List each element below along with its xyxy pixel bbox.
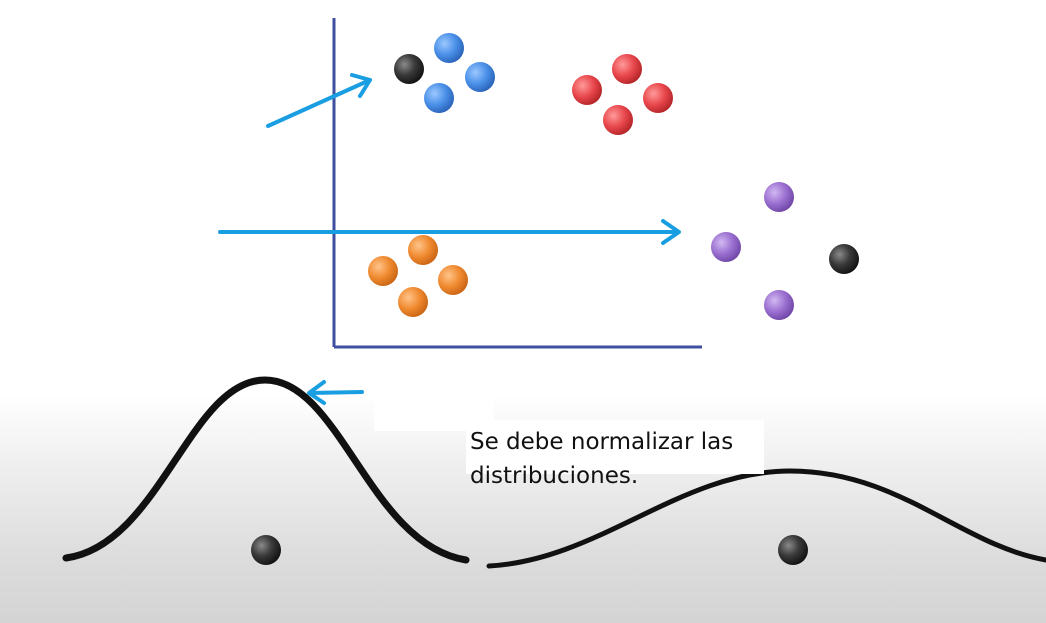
circle-icon bbox=[612, 54, 642, 84]
caption-text: Se debe normalizar las distribuciones. bbox=[470, 429, 734, 489]
caption-background bbox=[466, 420, 764, 474]
circle-icon bbox=[434, 33, 464, 63]
new-point-circle-icon bbox=[829, 244, 859, 274]
circle-icon bbox=[778, 535, 808, 565]
orange-cluster bbox=[368, 235, 468, 317]
circle-icon bbox=[572, 75, 602, 105]
circle-icon bbox=[368, 256, 398, 286]
purple-cluster bbox=[711, 182, 794, 320]
circle-icon bbox=[643, 83, 673, 113]
blue-cluster bbox=[424, 33, 495, 113]
circle-icon bbox=[251, 535, 281, 565]
arrow-icon bbox=[266, 73, 372, 128]
red-cluster bbox=[572, 54, 673, 135]
circle-icon bbox=[438, 265, 468, 295]
circle-icon bbox=[408, 235, 438, 265]
arrow-icon bbox=[307, 380, 364, 405]
circle-icon bbox=[424, 83, 454, 113]
wide-distribution-curve bbox=[486, 468, 1046, 569]
circle-icon bbox=[465, 62, 495, 92]
circle-icon bbox=[398, 287, 428, 317]
circle-icon bbox=[764, 182, 794, 212]
circle-icon bbox=[764, 290, 794, 320]
new-point-circle-icon bbox=[394, 54, 424, 84]
circle-icon bbox=[603, 105, 633, 135]
circle-icon bbox=[711, 232, 741, 262]
arrow-icon bbox=[218, 219, 681, 245]
narrow-distribution-curve bbox=[62, 376, 470, 564]
